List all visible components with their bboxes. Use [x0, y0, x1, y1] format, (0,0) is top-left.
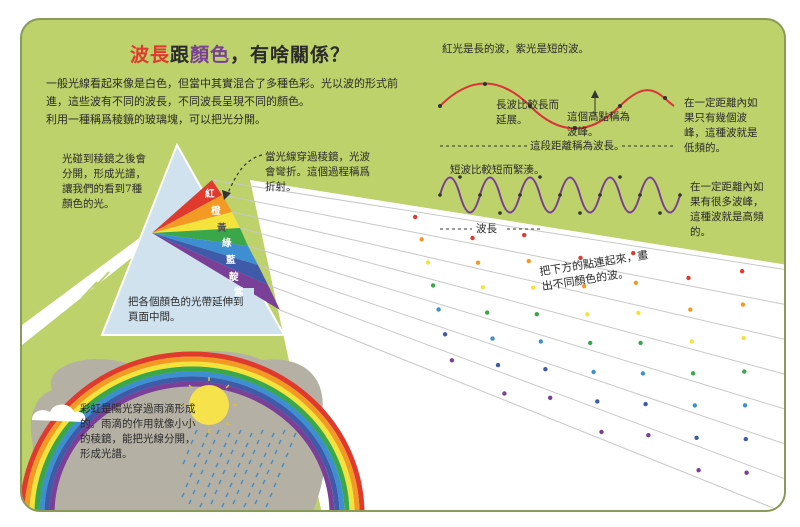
short-wave-label: 短波比較短而緊湊。 — [450, 164, 545, 176]
prism-caption: 把各個顏色的光帶延伸到頁面中間。 — [128, 296, 244, 323]
spectrum-line — [279, 309, 780, 510]
label-orange: 橙 — [211, 206, 221, 217]
rainbow — [22, 351, 365, 510]
connect-dot[interactable] — [548, 395, 553, 400]
connect-dot[interactable] — [690, 371, 696, 376]
connect-dot[interactable] — [739, 269, 745, 274]
connect-dot[interactable] — [430, 283, 436, 288]
connect-dot[interactable] — [595, 399, 600, 404]
label-indigo: 靛 — [229, 272, 239, 283]
light-beam — [22, 230, 154, 345]
rainbow-note: 彩虹是陽光穿過雨滴形成的。雨滴的作用就像小小的稜鏡，能把光線分開，形成光譜。 — [80, 403, 196, 460]
connect-dot[interactable] — [425, 260, 431, 265]
connect-dot[interactable] — [688, 307, 693, 312]
short-wave-dots — [438, 175, 682, 215]
connect-dot[interactable] — [480, 285, 485, 290]
connect-dot[interactable] — [522, 232, 527, 238]
connect-dot[interactable] — [696, 468, 701, 473]
beam-arrow — [81, 271, 115, 301]
connect-dot[interactable] — [413, 214, 418, 220]
prism-left-note: 光碰到稜鏡之後會分開，形成光譜，讓我們的看到7種顏色的光。 — [62, 153, 146, 210]
spectrum-line — [221, 194, 784, 305]
page-title: 波長跟顏色，有啥關係？ — [130, 44, 351, 66]
connect-dot[interactable] — [475, 260, 481, 265]
connect-dot[interactable] — [742, 403, 748, 408]
connect-dot[interactable] — [631, 250, 636, 256]
intro-paragraph: 一般光線看起來像是白色，但當中其實混合了多種色彩。光以波的形式前進，這些波有不同… — [46, 77, 398, 126]
page: 波長跟顏色，有啥關係？ 一般光線看起來像是白色，但當中其實混合了多種色彩。光以波… — [20, 18, 786, 512]
peak-label: 這個高點稱為波峰。 — [567, 111, 630, 138]
connect-dot[interactable] — [636, 310, 641, 316]
connect-dot[interactable] — [744, 470, 749, 475]
connect-dot[interactable] — [502, 391, 507, 396]
connect-dot[interactable] — [490, 336, 495, 341]
illustration — [22, 82, 784, 510]
long-wave-label: 長波比較長而延展。 — [496, 99, 559, 126]
spectrum-line — [247, 245, 784, 410]
spectrum-line — [239, 227, 784, 375]
label-violet: 紫 — [234, 287, 244, 298]
refraction-note: 當光線穿過稜鏡，光波會彎折。這個過程稱爲折射。 — [265, 151, 370, 193]
label-yellow: 黃 — [217, 223, 227, 234]
label-blue: 藍 — [226, 255, 236, 266]
short-wave-note: 在一定距離內如果有很多波峰，這種波就是高頻的。 — [690, 181, 764, 238]
connect-dot[interactable] — [578, 255, 583, 261]
connect-dot[interactable] — [640, 371, 646, 376]
connect-dot[interactable] — [419, 237, 424, 242]
wavelength-label: 這段距離稱為波長。 — [530, 140, 625, 152]
connect-dot[interactable] — [526, 258, 531, 264]
connect-dot[interactable] — [742, 369, 747, 374]
spectrum-lines — [211, 179, 784, 510]
connect-dot[interactable] — [442, 332, 448, 337]
spectrum-line — [211, 179, 784, 270]
short-wavelength-label: 波長 — [476, 223, 497, 235]
connect-dot[interactable] — [588, 340, 593, 346]
connect-dot[interactable] — [531, 285, 536, 290]
white-area — [250, 180, 784, 510]
connect-dot[interactable] — [591, 369, 596, 375]
connect-dot[interactable] — [534, 312, 539, 317]
long-wave-note: 在一定距離內如果只有幾個波峰，這種波就是低頻的。 — [684, 97, 758, 154]
label-green: 綠 — [222, 238, 232, 249]
connect-dot[interactable] — [581, 284, 587, 289]
connect-dot[interactable] — [436, 307, 441, 312]
connect-dot[interactable] — [633, 280, 639, 285]
connect-dot[interactable] — [692, 403, 697, 408]
connect-dot[interactable] — [585, 312, 590, 317]
connect-dot[interactable] — [538, 339, 543, 344]
spectrum-line — [257, 264, 784, 445]
connect-dot[interactable] — [470, 235, 475, 241]
refraction-arrow — [226, 154, 263, 196]
white-cloud-icon — [32, 404, 86, 422]
wave-heading: 紅光是長的波，紫光是短的波。 — [442, 43, 589, 55]
long-wave-dots — [438, 82, 667, 130]
connect-dot[interactable] — [449, 358, 455, 363]
connect-dot[interactable] — [694, 435, 699, 440]
connect-dot[interactable] — [743, 436, 748, 442]
connect-dot[interactable] — [485, 310, 490, 315]
sun-icon — [181, 377, 237, 433]
connect-dot[interactable] — [495, 362, 501, 368]
connect-dot[interactable] — [686, 275, 691, 281]
connect-dot[interactable] — [599, 429, 604, 435]
connect-dot[interactable] — [646, 433, 651, 438]
prism-caption-box — [122, 288, 254, 330]
connect-dot[interactable] — [741, 335, 746, 341]
spectrum-line — [267, 284, 784, 480]
connect-dot[interactable] — [689, 339, 694, 344]
connect-dot[interactable] — [638, 340, 643, 346]
connect-dot[interactable] — [543, 367, 548, 372]
connect-dot[interactable] — [643, 401, 648, 407]
spectrum-line — [231, 211, 784, 340]
connect-dots[interactable] — [413, 214, 749, 475]
connect-dot[interactable] — [740, 302, 746, 307]
label-red: 紅 — [205, 189, 215, 200]
rain-drops — [181, 429, 297, 508]
